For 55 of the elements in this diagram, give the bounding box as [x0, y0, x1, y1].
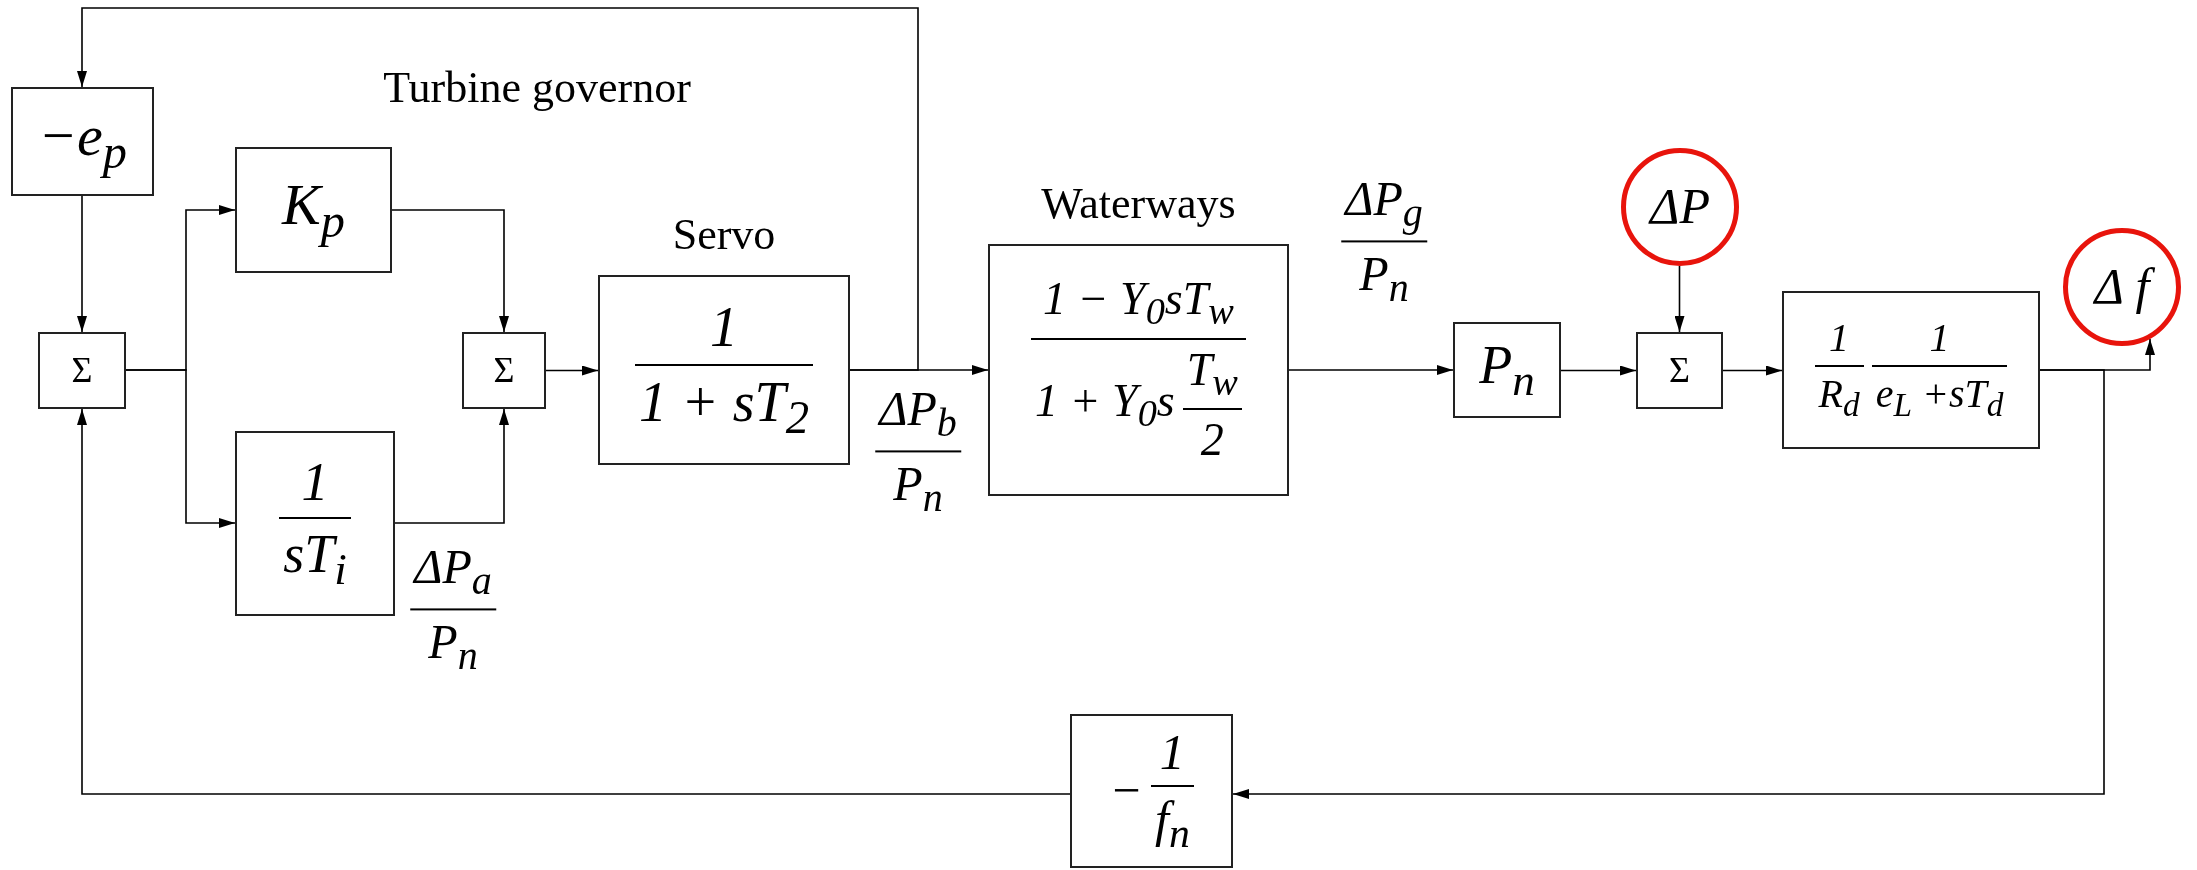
signal-arrow — [545, 365, 599, 376]
gain-box — [235, 147, 392, 273]
transfer-function-box — [235, 431, 395, 616]
gain-box — [1070, 714, 1233, 868]
signal-arrow — [77, 7, 919, 371]
block-title: Waterways — [1041, 178, 1236, 230]
highlight-circle — [2063, 228, 2181, 346]
formula-text: f$_{n}$ — [1154, 791, 1191, 859]
gain-box — [1453, 322, 1561, 418]
signal-label: P$_{n}$ — [892, 456, 944, 521]
formula-text: 1 — [1828, 315, 1851, 362]
summing-junction — [38, 332, 126, 409]
formula-text: K$_{p}$ — [280, 171, 346, 249]
signal-arrow — [1288, 365, 1454, 375]
block-title: Turbine governor — [383, 61, 691, 113]
signal-label: ΔP$_{a}$ — [411, 539, 493, 604]
transfer-function-box — [1782, 291, 2040, 449]
signal-arrow — [1722, 365, 1783, 376]
formula-text: 1 — [300, 451, 330, 514]
block-title: Servo — [672, 209, 776, 261]
summing-junction — [1636, 332, 1723, 409]
formula-text: − — [1108, 762, 1144, 820]
signal-arrow — [77, 408, 1071, 795]
formula-text: T$_{w}$ — [1185, 343, 1239, 404]
signal-label: P$_{n}$ — [427, 614, 479, 679]
formula-text: Δ f — [2090, 258, 2154, 316]
formula-text: 1 — [1928, 315, 1951, 362]
gain-box — [11, 87, 154, 196]
signal-label: ΔP$_{g}$ — [1342, 171, 1424, 236]
signal-label: P$_{n}$ — [1358, 246, 1410, 311]
formula-text: 1 + sT$_{2}$ — [637, 369, 811, 445]
sum-symbol: Σ — [492, 349, 516, 392]
formula-text: 1 — [709, 295, 739, 360]
highlight-circle — [1621, 148, 1739, 266]
formula-text: 2 — [1199, 413, 1225, 467]
formula-text: 1 + Y$_{0}$s — [1034, 375, 1176, 436]
summing-junction — [462, 332, 546, 409]
sum-symbol: Σ — [70, 349, 94, 392]
formula-text: ΔP — [1647, 178, 1711, 236]
formula-text: P$_{n}$ — [1478, 333, 1536, 407]
signal-arrow — [1560, 365, 1637, 376]
signal-arrow — [394, 408, 509, 524]
formula-text: −e$_{p}$ — [36, 103, 129, 180]
signal-arrow — [77, 195, 87, 333]
sum-symbol: Σ — [1668, 349, 1691, 392]
formula-text: e$_{L}$ +sT$_{d}$ — [1874, 371, 2005, 425]
formula-text: sT$_{i}$ — [282, 523, 348, 596]
formula-text: R$_{d}$ — [1817, 371, 1861, 425]
signal-label: ΔP$_{b}$ — [876, 381, 958, 446]
signal-arrow — [1674, 265, 1685, 333]
signal-arrow — [391, 209, 509, 333]
signal-arrow — [849, 365, 989, 375]
formula-text: 1 − Y$_{0}$sT$_{w}$ — [1042, 273, 1235, 334]
formula-text: 1 — [1158, 723, 1186, 782]
signal-arrow — [125, 369, 236, 528]
